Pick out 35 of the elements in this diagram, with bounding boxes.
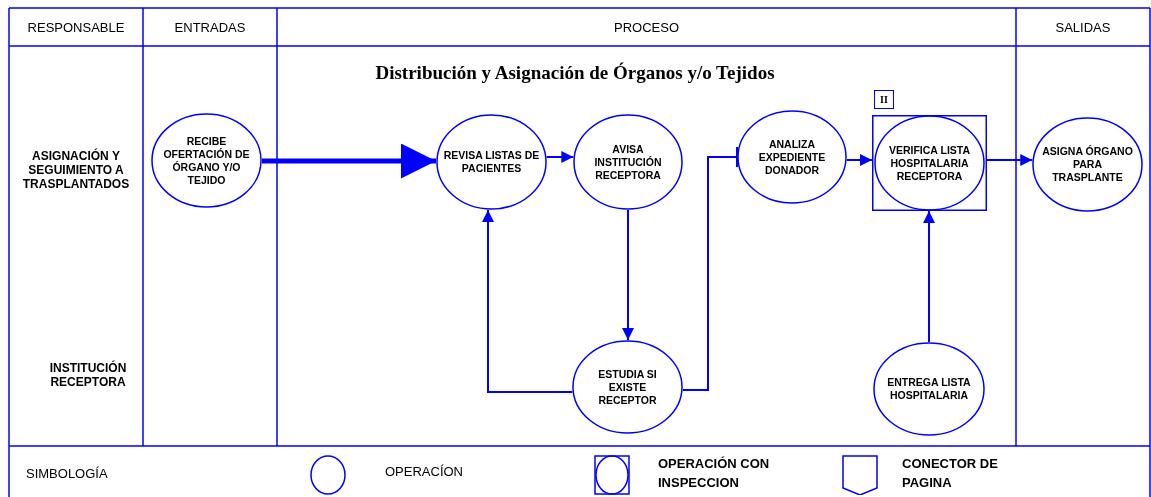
operation-ellipse	[573, 114, 683, 210]
column-header: ENTRADAS	[173, 18, 247, 37]
operation-ellipse	[1032, 117, 1143, 212]
operation-text: REVISA LISTAS DE PACIENTES	[443, 149, 540, 175]
operation-ellipse	[572, 340, 683, 434]
flow-arrow	[622, 209, 634, 341]
operation-text: VERIFICA LISTA HOSPITALARIA RECEPTORA	[887, 143, 972, 183]
flow-arrow	[845, 154, 873, 166]
operation-text: ENTREGA LISTA HOSPITALARIA	[886, 376, 972, 402]
flow-arrow	[482, 208, 574, 393]
operation-text: RECIBE OFERTACIÓN DE ÓRGANO Y/O TEJIDO	[162, 134, 251, 187]
flow-arrow	[262, 143, 436, 179]
reference-tag: II	[874, 90, 894, 109]
diagram-title: Distribución y Asignación de Órganos y/o Tejidos	[374, 62, 776, 84]
column-header: PROCESO	[613, 18, 680, 37]
operation-text: ASIGNA ÓRGANO PARA TRASPLANTE	[1041, 145, 1134, 184]
operation-text: ESTUDIA SI EXISTE RECEPTOR	[597, 367, 658, 407]
operation-ellipse	[737, 110, 847, 204]
lane-label: ASIGNACIÓN Y SEGUIMIENTO A TRASPLANTADOS	[21, 147, 131, 193]
legend-heading: SIMBOLOGÍA	[25, 464, 109, 483]
legend-text: OPERACÍON	[385, 463, 464, 481]
flow-arrow	[545, 151, 575, 163]
column-header: SALIDAS	[1054, 18, 1112, 37]
operation-ellipse	[151, 113, 262, 208]
flow-arrow	[986, 154, 1034, 166]
operation-ellipse	[436, 114, 547, 210]
flow-arrow	[923, 210, 935, 343]
lane-label: INSTITUCIÓN RECEPTORA	[48, 359, 128, 391]
operation-text: AVISA INSTITUCIÓN RECEPTORA	[593, 142, 663, 182]
legend-text: OPERACIÓN CON INSPECCION	[658, 455, 771, 492]
legend-text: CONECTOR DE PAGINA	[902, 455, 999, 492]
operation-ellipse	[873, 342, 985, 436]
column-header: RESPONSABLE	[26, 18, 126, 37]
operation-text: ANALIZA EXPEDIENTE DONADOR	[757, 137, 827, 177]
inspection-operation-box	[872, 115, 987, 211]
